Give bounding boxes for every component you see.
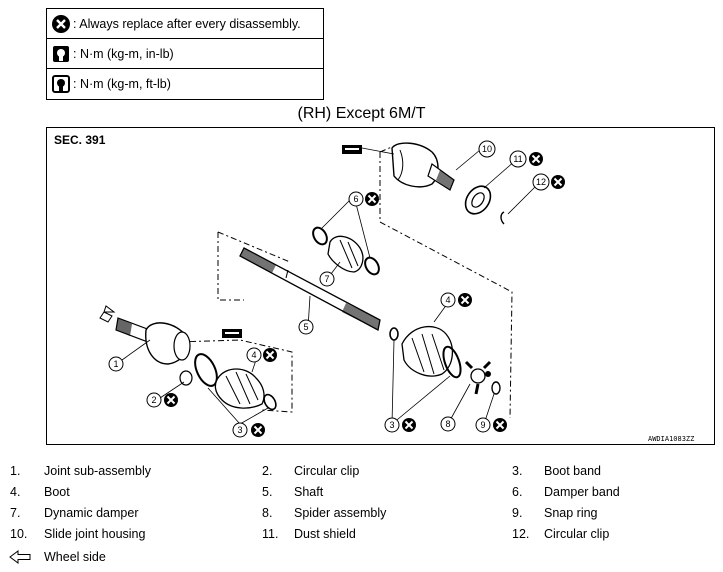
figure-code: AWDIA1083ZZ: [648, 435, 695, 443]
svg-text:7: 7: [324, 274, 329, 284]
svg-text:3: 3: [389, 420, 394, 430]
callout-11: 11: [509, 150, 527, 168]
legend-row-torque-inlb: : N·m (kg-m, in-lb): [47, 39, 323, 69]
torque-icon: [342, 145, 362, 154]
callout-2: 2: [146, 392, 162, 408]
x-circle-icon: [52, 14, 70, 33]
callout-6: 6: [348, 191, 364, 207]
callout-12: 12: [532, 173, 550, 191]
x-circle-icon: [550, 174, 566, 190]
circular-clip-2: [179, 370, 193, 386]
legend-row-torque-ftlb: : N·m (kg-m, ft-lb): [47, 69, 323, 98]
part-name: Shaft: [294, 485, 324, 499]
dust-shield: [464, 185, 492, 215]
part-number: 4.: [10, 485, 21, 499]
part-number: 7.: [10, 506, 21, 520]
legend-text-replace: : Always replace after every disassembly…: [73, 16, 301, 31]
differential-side-boot: [389, 325, 462, 379]
part-number: 8.: [262, 506, 273, 520]
callout-8: 8: [440, 416, 456, 432]
part-name: Circular clip: [544, 527, 610, 541]
section-label: SEC. 391: [54, 133, 106, 147]
legend-box: : Always replace after every disassembly…: [46, 8, 324, 100]
svg-text:4: 4: [445, 295, 450, 305]
x-circle-icon: [457, 292, 473, 308]
spider-assembly: [464, 360, 492, 395]
callout-3-right: 3: [384, 417, 400, 433]
callout-1: 1: [108, 356, 124, 372]
part-number: 3.: [512, 464, 523, 478]
x-circle-icon: [492, 417, 508, 433]
legend-text-torque-ftlb: : N·m (kg-m, ft-lb): [73, 76, 171, 91]
svg-text:1: 1: [113, 359, 118, 369]
x-circle-icon: [364, 191, 380, 207]
part-number: 9.: [512, 506, 523, 520]
dashed-boundaries: [175, 145, 513, 419]
legend-row-replace: : Always replace after every disassembly…: [47, 9, 323, 39]
wheel-side-label: Wheel side: [44, 550, 106, 564]
callout-7: 7: [319, 271, 335, 287]
x-circle-icon: [250, 422, 266, 438]
part-number: 6.: [512, 485, 523, 499]
callout-3-left: 3: [232, 422, 248, 438]
part-name: Slide joint housing: [44, 527, 146, 541]
slide-joint-housing: [391, 142, 455, 191]
callout-10: 10: [478, 140, 496, 158]
diagram-title: (RH) Except 6M/T: [297, 105, 426, 122]
svg-text:12: 12: [536, 177, 546, 187]
leader-lines: [121, 149, 541, 425]
callout-9: 9: [475, 417, 491, 433]
svg-text:2: 2: [151, 395, 156, 405]
part-name: Boot: [44, 485, 70, 499]
wheel-side-arrow-icon: [9, 550, 31, 564]
torque-icon: [222, 329, 242, 338]
part-name: Snap ring: [544, 506, 598, 520]
snap-ring: [491, 381, 501, 395]
part-name: Spider assembly: [294, 506, 387, 520]
svg-text:3: 3: [237, 425, 242, 435]
callout-4-left: 4: [246, 347, 262, 363]
svg-text:6: 6: [353, 194, 358, 204]
x-circle-icon: [262, 347, 278, 363]
part-number: 11.: [262, 527, 279, 541]
x-circle-icon: [163, 392, 179, 408]
callout-5: 5: [298, 319, 314, 335]
part-number: 2.: [262, 464, 273, 478]
part-name: Circular clip: [294, 464, 360, 478]
joint-sub-assembly: [99, 305, 191, 365]
part-number: 5.: [262, 485, 273, 499]
svg-text:9: 9: [480, 420, 485, 430]
circular-clip-12: [500, 211, 505, 225]
legend-text-torque-inlb: : N·m (kg-m, in-lb): [73, 46, 174, 61]
torque-wrench-icon: [52, 74, 70, 93]
part-name: Dust shield: [294, 527, 356, 541]
part-name: Boot band: [544, 464, 601, 478]
diagram-frame: [46, 127, 715, 445]
wheel-side-boot: [194, 353, 277, 411]
svg-text:11: 11: [513, 154, 522, 164]
svg-text:10: 10: [482, 144, 492, 154]
part-number: 1.: [10, 464, 21, 478]
svg-text:4: 4: [251, 350, 256, 360]
dynamic-damper-group: [312, 226, 380, 276]
part-number: 10.: [10, 527, 28, 541]
svg-text:8: 8: [445, 419, 450, 429]
shaft: [239, 247, 381, 331]
x-circle-icon: [401, 417, 417, 433]
svg-text:5: 5: [303, 322, 308, 332]
part-name: Joint sub-assembly: [44, 464, 151, 478]
part-number: 12.: [512, 527, 530, 541]
part-name: Damper band: [544, 485, 620, 499]
torque-wrench-icon: [53, 45, 69, 62]
exploded-diagram: 1 2 3 3 4 4 5 6 7 8 9 10 11 12: [99, 140, 566, 438]
callout-4-right: 4: [440, 292, 456, 308]
x-circle-icon: [528, 151, 544, 167]
callouts: 1 2 3 3 4 4 5 6 7 8 9 10 11 12: [108, 140, 550, 438]
part-name: Dynamic damper: [44, 506, 139, 520]
